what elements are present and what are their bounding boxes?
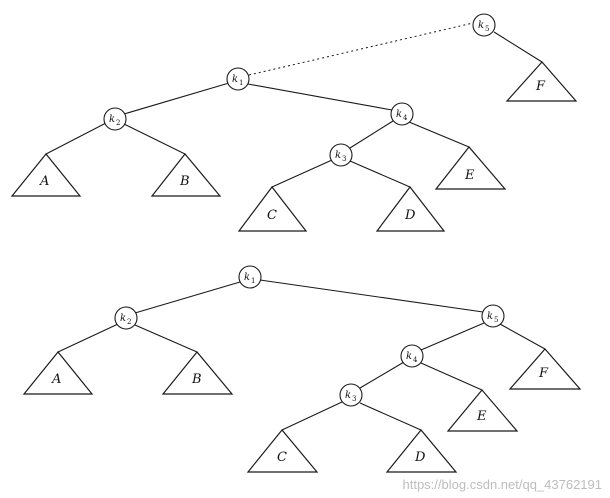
node-k1: k 1 (226, 67, 250, 91)
node-k2-letter: k (120, 313, 126, 324)
node-k5-sub: 5 (485, 25, 489, 33)
edge-k1-k4 (247, 83, 393, 111)
node-k1-letter: k (232, 74, 238, 85)
subtree-b-label: B (179, 174, 190, 189)
node-k5-letter: k (478, 20, 484, 31)
edge-k4-e (408, 121, 470, 148)
subtree-d-label: D (404, 208, 416, 223)
edge-k5-f (499, 323, 546, 350)
node-k5-letter: k (487, 311, 493, 322)
subtree-c-triangle (246, 429, 319, 473)
node-k4: k 4 (400, 344, 424, 368)
subtree-e-label: E (476, 409, 487, 424)
edge-k2-a (57, 323, 119, 353)
node-k2: k 2 (114, 306, 138, 330)
node-k2: k 2 (103, 107, 127, 131)
node-k1-letter: k (244, 272, 250, 283)
node-k1: k 1 (238, 265, 262, 289)
node-k3-sub: 3 (342, 155, 346, 163)
watermark: https://blog.csdn.net/qq_43762191 (402, 477, 603, 492)
subtree-d-triangle (375, 186, 446, 232)
tree-before: A B C D E F k 5 k 1 k 2 k 4 k 3 (10, 13, 578, 232)
node-k4-letter: k (396, 109, 402, 120)
subtree-a-label: A (51, 372, 61, 387)
node-k3-letter: k (345, 390, 351, 401)
edge-k5-f (493, 31, 543, 63)
edge-k4-k3 (359, 361, 405, 389)
edge-k1-k2 (134, 281, 241, 314)
subtree-a-triangle (10, 153, 82, 197)
subtree-d-triangle (385, 429, 458, 473)
subtree-a-triangle (22, 351, 94, 395)
subtree-e-triangle (446, 389, 519, 432)
subtree-b-triangle (150, 153, 222, 197)
edge-k3-c (271, 159, 333, 188)
subtree-e-label: E (464, 168, 475, 183)
edge-k5-k4 (420, 322, 485, 351)
subtree-f-label: F (538, 366, 549, 381)
edge-k4-k3 (349, 120, 394, 149)
subtree-c-label: C (267, 208, 277, 223)
node-k4-sub: 4 (413, 356, 418, 364)
node-k5: k 5 (481, 304, 505, 328)
node-k4-sub: 4 (403, 114, 408, 122)
edge-k2-b (123, 123, 186, 155)
subtree-d-label: D (414, 450, 426, 465)
edge-k1-k2 (123, 82, 230, 115)
subtree-c-triangle (237, 186, 308, 232)
edge-k4-e (420, 362, 483, 391)
edge-k2-b (134, 324, 198, 353)
tree-after: A B C D E F k 1 k 2 k 5 k 4 k 3 (22, 265, 582, 473)
node-k1-sub: 1 (251, 277, 255, 285)
node-k3: k 3 (329, 143, 353, 167)
edge-k3-d (359, 402, 422, 431)
edge-k3-c (281, 401, 343, 431)
node-k2-sub: 2 (127, 318, 131, 326)
node-k5-sub: 5 (494, 316, 498, 324)
subtree-f-triangle (508, 348, 582, 390)
node-k4: k 4 (390, 102, 414, 126)
edge-k1-k5-dotted (248, 22, 474, 76)
subtree-c-label: C (277, 450, 287, 465)
node-k3-letter: k (335, 150, 341, 161)
edge-k1-k5 (259, 279, 484, 313)
node-k2-sub: 2 (116, 119, 120, 127)
subtree-f-label: F (535, 79, 546, 94)
edge-k3-d (349, 160, 411, 188)
node-k3-sub: 3 (352, 395, 356, 403)
node-k4-letter: k (406, 351, 412, 362)
node-k1-sub: 1 (239, 79, 243, 87)
node-k2-letter: k (109, 114, 115, 125)
subtree-b-label: B (191, 372, 202, 387)
edge-k2-a (45, 122, 107, 155)
subtree-f-triangle (505, 61, 578, 102)
subtree-e-triangle (434, 146, 507, 190)
subtree-b-triangle (161, 351, 234, 395)
node-k5: k 5 (472, 13, 496, 37)
node-k3: k 3 (339, 383, 363, 407)
subtree-a-label: A (39, 174, 49, 189)
